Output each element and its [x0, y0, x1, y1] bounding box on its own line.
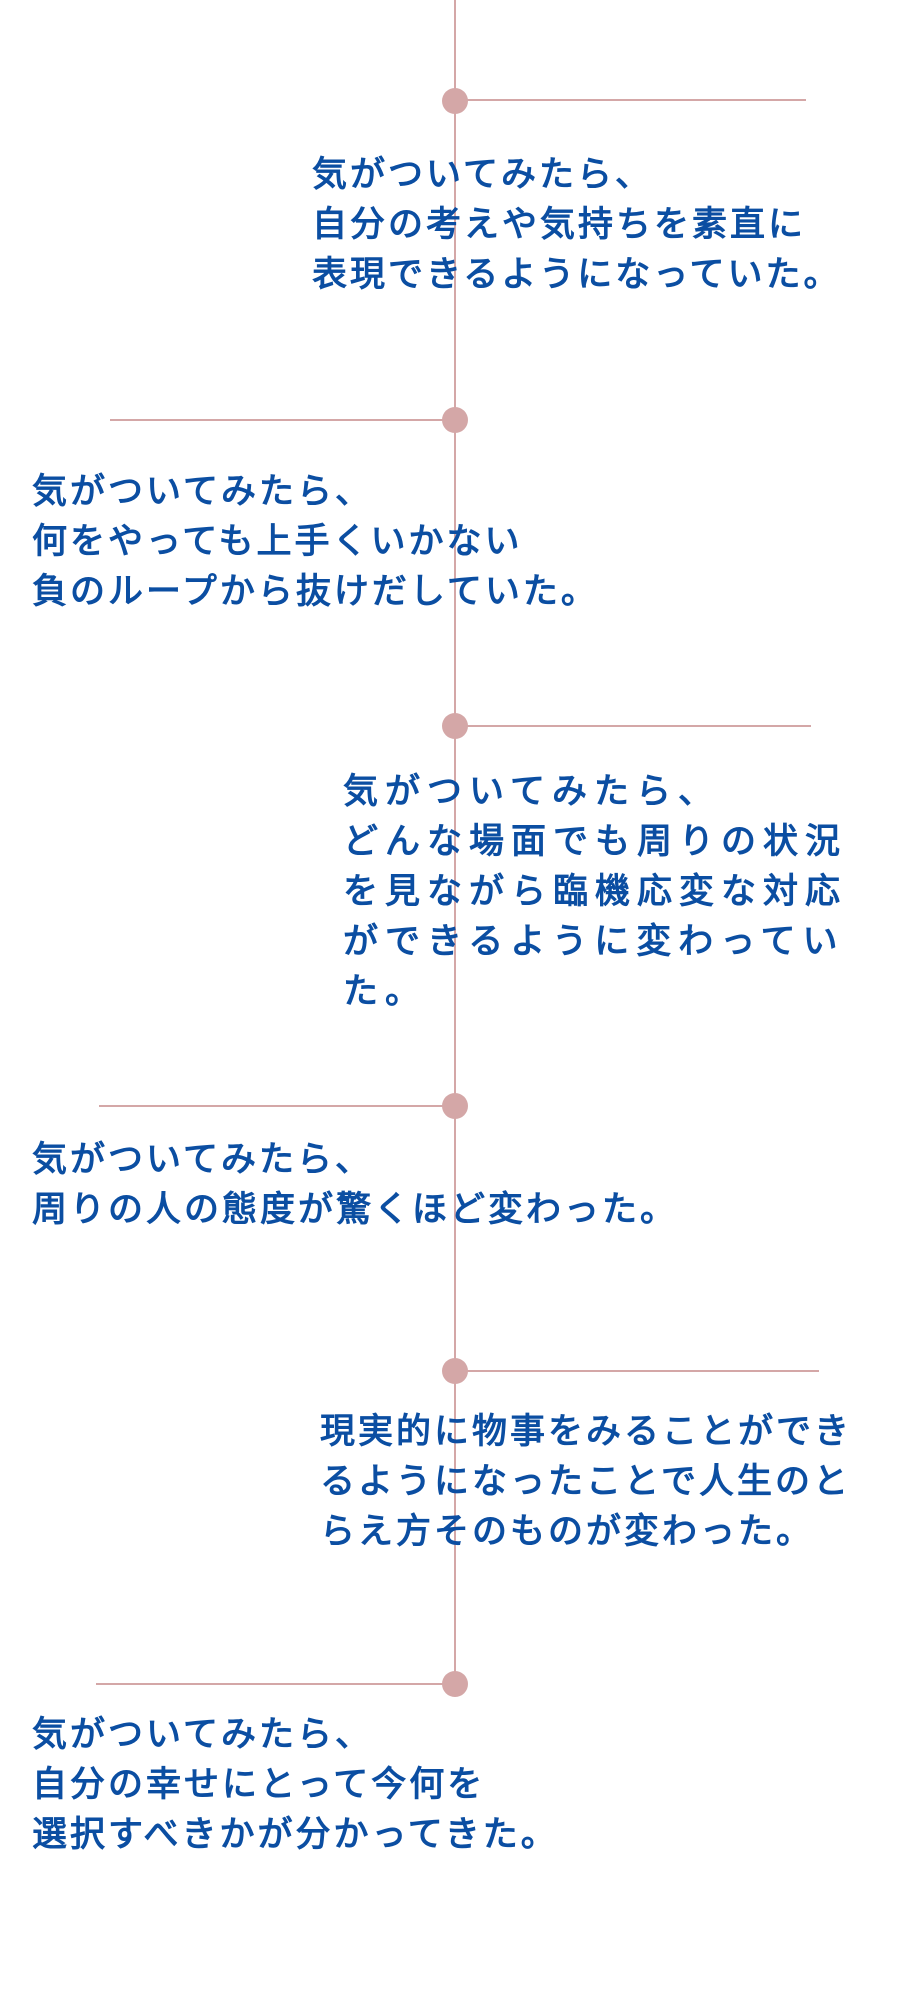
item-text-line: た。: [343, 972, 428, 1012]
connector-line: [96, 1683, 455, 1685]
timeline-dot: [442, 1671, 468, 1697]
item-text-line: らえ方そのものが変わった。: [320, 1512, 815, 1552]
item-text-line: 気がついてみたら、: [32, 1140, 373, 1180]
item-text-line: 気がついてみたら、: [343, 772, 720, 812]
item-text-line: 表現できるようになっていた。: [312, 255, 842, 295]
item-text-line: 選択すべきかが分かってきた。: [32, 1815, 559, 1855]
connector-line: [110, 419, 455, 421]
item-text-line: 気がついてみたら、: [312, 155, 653, 195]
item-text-line: 気がついてみたら、: [32, 472, 373, 512]
timeline-item-3: 気がついてみたら、 どんな場面でも周りの状況 を見ながら臨機応変な対応 ができる…: [343, 767, 847, 1017]
connector-line: [455, 99, 806, 101]
timeline-dot: [442, 407, 468, 433]
timeline-axis: [454, 0, 456, 1690]
timeline-item-5: 現実的に物事をみることができ るようになったことで人生のと らえ方そのものが変わ…: [320, 1407, 852, 1557]
connector-line: [99, 1105, 455, 1107]
connector-line: [455, 1370, 819, 1372]
item-text-line: 周りの人の態度が驚くほど変わった。: [32, 1190, 679, 1230]
item-text-line: 気がついてみたら、: [32, 1715, 373, 1755]
timeline-item-2: 気がついてみたら、 何をやっても上手くいかない 負のループから抜けだしていた。: [32, 467, 599, 617]
timeline-dot: [442, 1358, 468, 1384]
item-text-line: 負のループから抜けだしていた。: [32, 572, 599, 612]
item-text-line: るようになったことで人生のと: [320, 1462, 851, 1502]
item-text-line: を見ながら臨機応変な対応: [343, 872, 848, 912]
timeline-item-1: 気がついてみたら、 自分の考えや気持ちを素直に 表現できるようになっていた。: [312, 150, 842, 300]
item-text-line: ができるように変わってい: [343, 922, 845, 962]
connector-line: [455, 725, 811, 727]
item-text-line: 自分の幸せにとって今何を: [32, 1765, 486, 1805]
item-text-line: 何をやっても上手くいかない: [32, 522, 523, 562]
item-text-line: どんな場面でも周りの状況: [343, 822, 848, 862]
timeline-dot: [442, 88, 468, 114]
timeline-dot: [442, 1093, 468, 1119]
timeline-item-4: 気がついてみたら、 周りの人の態度が驚くほど変わった。: [32, 1135, 678, 1235]
timeline-item-6: 気がついてみたら、 自分の幸せにとって今何を 選択すべきかが分かってきた。: [32, 1710, 559, 1860]
timeline-dot: [442, 713, 468, 739]
item-text-line: 現実的に物事をみることができ: [320, 1412, 853, 1452]
item-text-line: 自分の考えや気持ちを素直に: [312, 205, 807, 245]
